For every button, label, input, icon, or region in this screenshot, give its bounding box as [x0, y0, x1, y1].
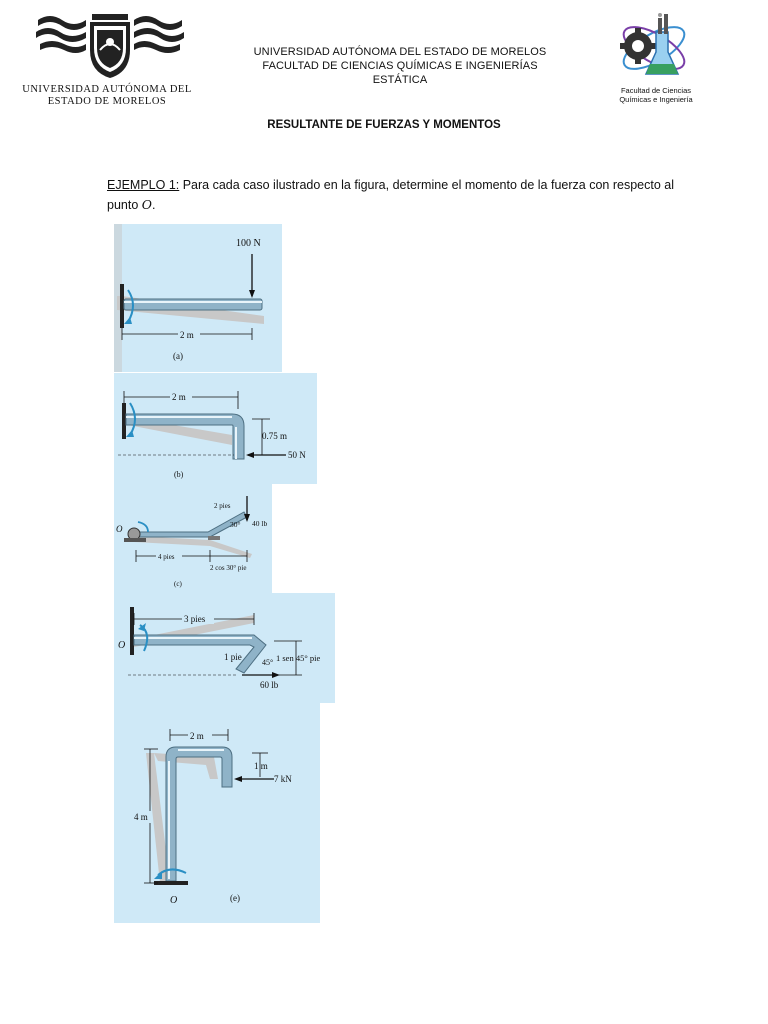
figure-b: 2 m 0.75 m 50 N (b)	[118, 391, 306, 479]
fig-b-force: 50 N	[288, 450, 306, 460]
university-name: UNIVERSIDAD AUTÓNOMA DEL ESTADO DE MOREL…	[22, 84, 192, 107]
fig-c-force: 40 lb	[252, 519, 267, 528]
fig-c-angle: 30°	[230, 520, 241, 529]
figure-b-panel: 2 m 0.75 m 50 N (b)	[114, 373, 317, 484]
fig-e-caption: (e)	[230, 893, 240, 903]
fig-d-rise: 1 sen 45° pie	[276, 653, 320, 663]
fig-b-caption: (b)	[174, 470, 184, 479]
fig-e-height: 4 m	[134, 812, 148, 822]
fig-b-height: 0.75 m	[262, 431, 287, 441]
document-title: RESULTANTE DE FUERZAS Y MOMENTOS	[267, 119, 501, 131]
fig-c-projection: 2 cos 30° pie	[210, 564, 246, 572]
figure-c-panel: O 40 lb 30° 2 pies 4 pies 2 cos 30° pie …	[114, 484, 272, 593]
fig-e-width: 2 m	[190, 731, 204, 741]
fig-a-caption: (a)	[173, 351, 183, 361]
fig-e-force: 7 kN	[274, 774, 292, 784]
fig-d-length: 3 pies	[184, 614, 206, 624]
fig-e-point: O	[170, 895, 177, 906]
example-text: Para cada caso ilustrado en la figura, d…	[107, 178, 674, 212]
figure-d-panel: O 3 pies 1 pie 45° 1 sen 45° pie 60 lb	[114, 593, 335, 703]
fig-c-segment: 2 pies	[214, 502, 231, 510]
header-faculty: FACULTAD DE CIENCIAS QUÍMICAS E INGENIER…	[262, 60, 538, 72]
example-label: EJEMPLO 1:	[107, 178, 180, 192]
figure-c: O 40 lb 30° 2 pies 4 pies 2 cos 30° pie …	[116, 496, 267, 588]
example-statement: EJEMPLO 1: Para cada caso ilustrado en l…	[107, 178, 674, 212]
figure-a-panel: 100 N 2 m (a)	[114, 224, 282, 372]
faculty-logo	[620, 13, 686, 75]
fig-b-length: 2 m	[172, 392, 186, 402]
faculty-name: Facultad de Ciencias Químicas e Ingenier…	[619, 86, 693, 104]
fig-d-angle: 45°	[262, 658, 273, 667]
fig-c-caption: (c)	[174, 580, 182, 588]
fig-d-segment: 1 pie	[224, 652, 242, 662]
fig-c-length: 4 pies	[158, 553, 175, 561]
header-university: UNIVERSIDAD AUTÓNOMA DEL ESTADO DE MOREL…	[253, 46, 547, 58]
fig-e-drop: 1 m	[254, 761, 268, 771]
point-symbol: O	[141, 197, 153, 212]
university-logo	[36, 14, 184, 78]
figure-d: O 3 pies 1 pie 45° 1 sen 45° pie 60 lb	[118, 607, 320, 690]
figure-e-panel: 2 m 1 m 7 kN 4 m O (e)	[114, 703, 320, 923]
header-course: ESTÁTICA	[372, 74, 428, 86]
fig-c-point: O	[116, 524, 123, 534]
header-center: UNIVERSIDAD AUTÓNOMA DEL ESTADO DE MOREL…	[200, 45, 600, 87]
fig-a-length: 2 m	[180, 330, 194, 340]
figure-e: 2 m 1 m 7 kN 4 m O (e)	[132, 729, 292, 906]
fig-a-force: 100 N	[236, 238, 261, 249]
figure-a: 100 N 2 m (a)	[114, 224, 264, 372]
fig-d-point: O	[118, 640, 125, 651]
fig-d-force: 60 lb	[260, 680, 279, 690]
